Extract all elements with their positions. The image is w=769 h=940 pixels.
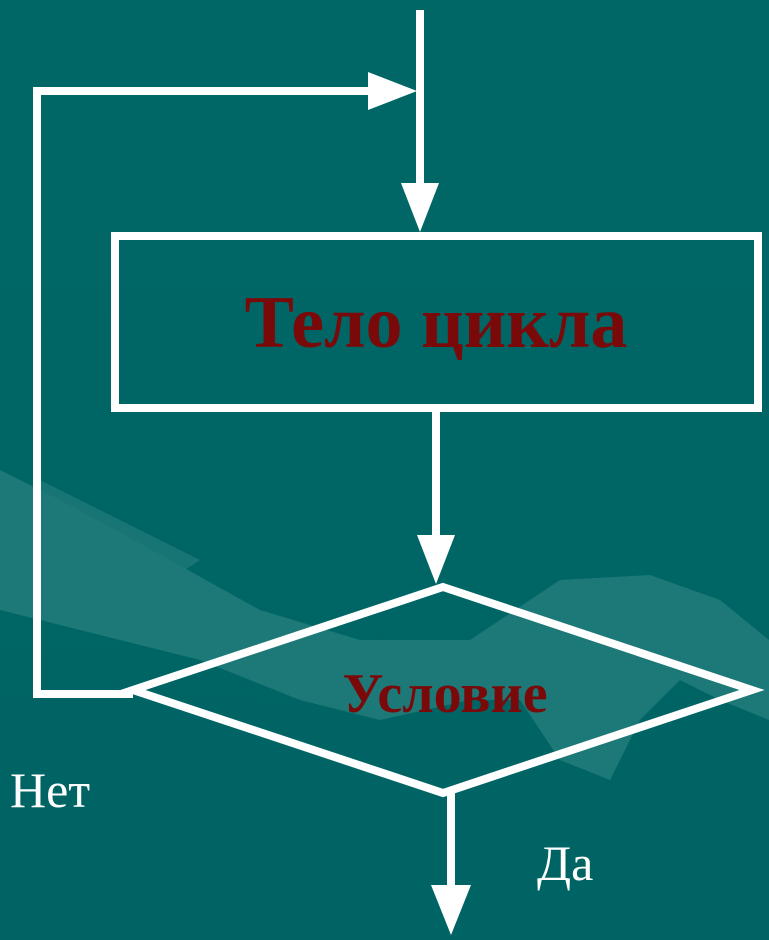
arrow-into-body-icon (401, 183, 439, 232)
loop-body-box (111, 232, 762, 412)
arrow-exit-icon (431, 885, 471, 935)
yes-branch-label: Да (537, 835, 593, 891)
loop-body-label: Тело цикла (245, 282, 628, 364)
no-branch-label: Нет (10, 762, 90, 818)
arrow-into-condition-icon (417, 535, 455, 584)
hand-watermark (0, 470, 769, 780)
condition-label: Условие (342, 663, 547, 725)
condition-diamond (120, 582, 765, 798)
loop-back-connector (33, 87, 372, 698)
arrow-loop-back-icon (368, 72, 417, 110)
